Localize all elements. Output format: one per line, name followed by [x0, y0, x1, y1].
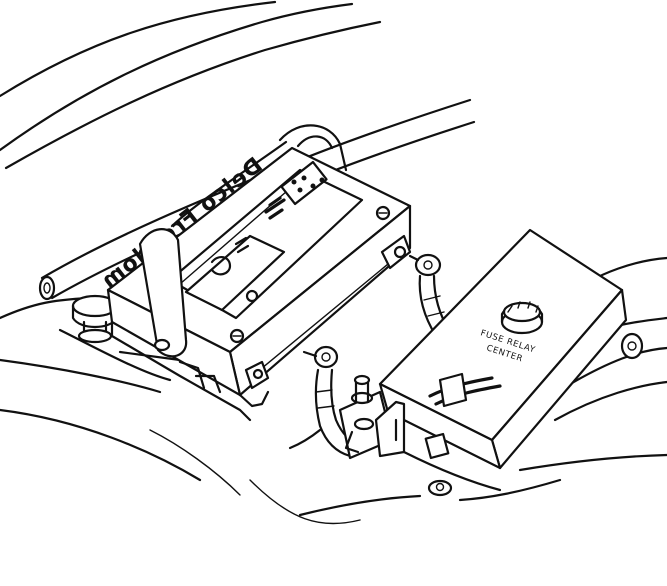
mounting-bracket	[374, 400, 502, 492]
battery-indicator	[280, 160, 328, 206]
fuse-relay-center-cap	[500, 301, 544, 335]
hood-knob	[71, 294, 119, 344]
right-bolt	[620, 332, 644, 360]
lower-bolt	[427, 479, 453, 497]
negative-terminal	[244, 345, 339, 390]
positive-terminal	[380, 234, 442, 277]
battery-lid-symbols	[210, 196, 286, 276]
battery-hold-down-strap	[138, 124, 348, 358]
fuse-relay-center: FUSE RELAY CENTER	[378, 228, 628, 470]
battery-tray	[110, 320, 270, 422]
